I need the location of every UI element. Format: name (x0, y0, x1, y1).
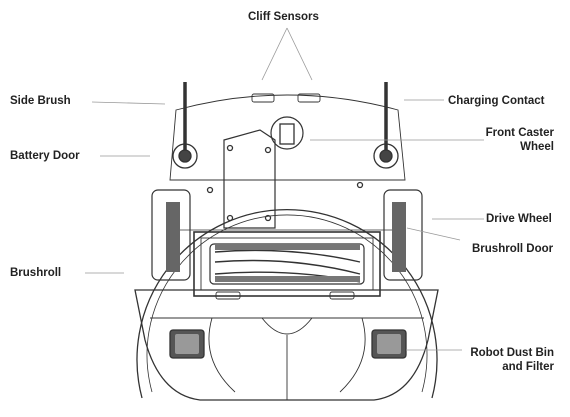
label-brushroll-door: Brushroll Door (472, 242, 553, 256)
brushroll-door (194, 232, 380, 296)
label-drive-wheel: Drive Wheel (486, 212, 552, 226)
label-front-caster-wheel-line2: Wheel (520, 140, 554, 154)
label-brushroll: Brushroll (10, 266, 61, 280)
label-cliff-sensors: Cliff Sensors (248, 10, 319, 24)
battery-door (224, 130, 275, 228)
label-charging-contact: Charging Contact (448, 94, 544, 108)
label-robot-dust-bin-line2: and Filter (502, 360, 554, 374)
label-front-caster-wheel-line1: Front Caster (486, 126, 554, 140)
label-robot-dust-bin-line1: Robot Dust Bin (470, 346, 554, 360)
label-side-brush: Side Brush (10, 94, 71, 108)
leader-lines (85, 28, 484, 350)
dust-bin-right-lobe (340, 318, 365, 392)
label-battery-door: Battery Door (10, 149, 80, 163)
dust-bin-left-lobe (209, 318, 235, 392)
